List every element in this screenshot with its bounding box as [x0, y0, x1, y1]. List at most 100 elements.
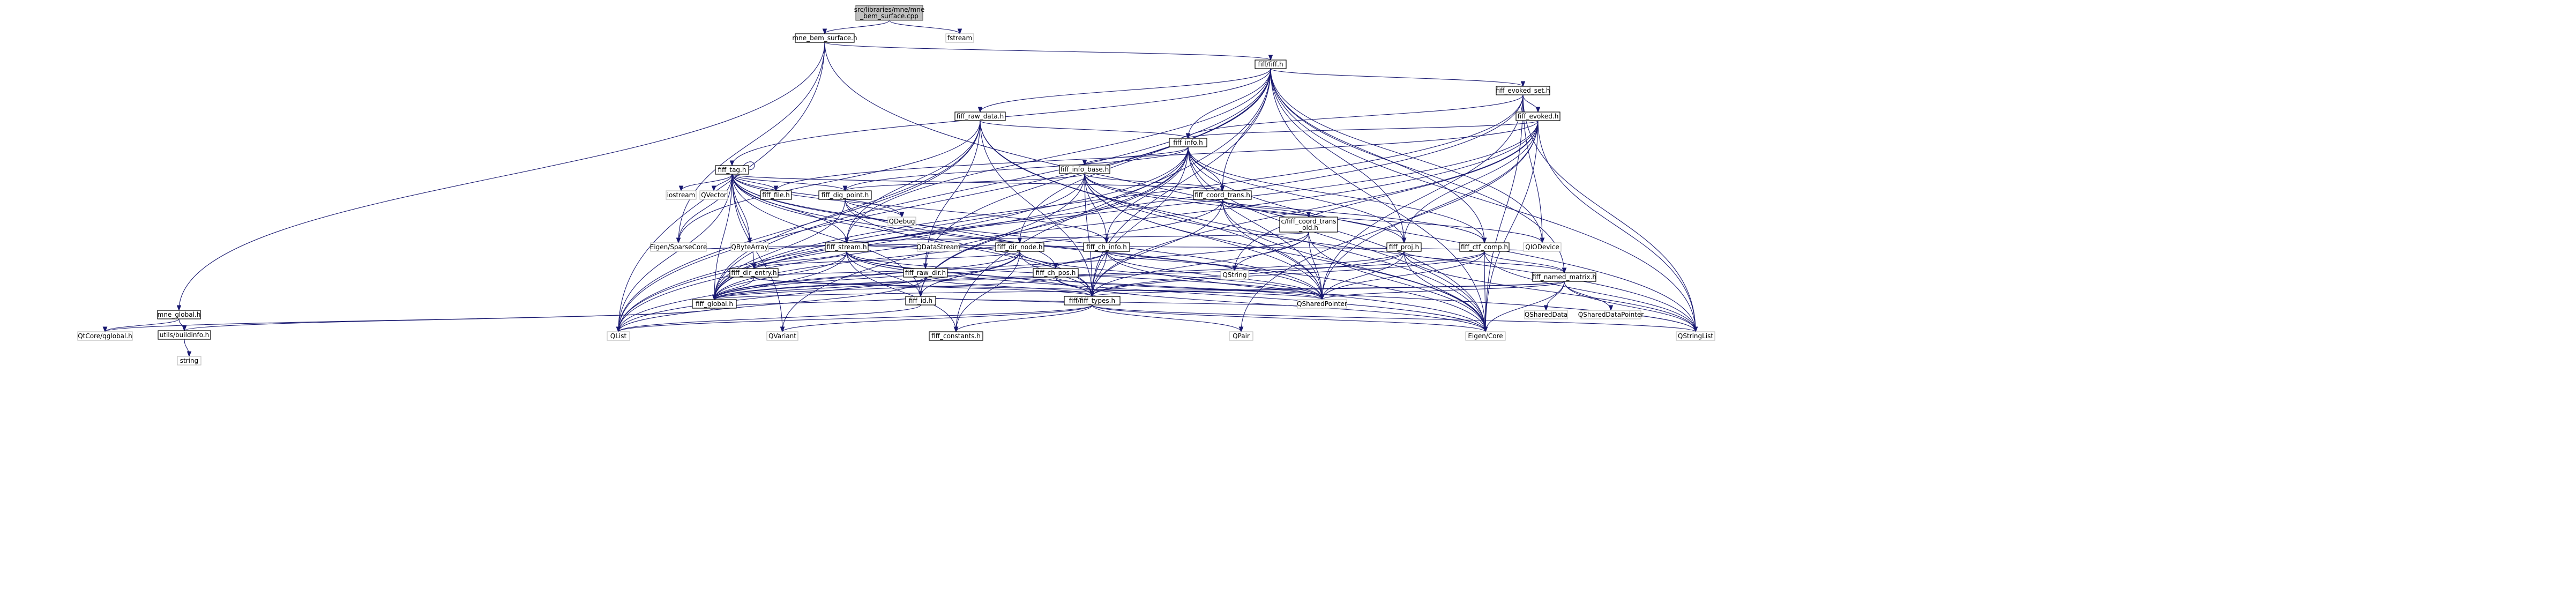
edge-fiff_dig_point_h-to-QDebug	[845, 199, 905, 218]
node-fiff-raw-data-h[interactable]: fiff_raw_data.h	[954, 111, 1006, 121]
node-fiff-types-h[interactable]: fiff/fiff_types.h	[1064, 296, 1121, 306]
edge-fiff_ch_pos_h-to-fiff_global_h	[712, 277, 1056, 301]
node-box	[825, 242, 869, 252]
node-label: QtCore/qglobal.h	[78, 332, 132, 340]
node-box	[1193, 190, 1252, 200]
node-fiff-raw-dir-h[interactable]: fiff_raw_dir.h	[903, 268, 948, 278]
node-fiff-h[interactable]: fiff/fiff.h	[1255, 59, 1287, 69]
edge-fiff_coord_trans_h-to-QIODevice	[1222, 199, 1545, 244]
node-label: fiff_stream.h	[826, 243, 867, 251]
node-label: src/libraries/mne/mne	[854, 6, 924, 13]
node-label: fiff_file.h	[762, 191, 790, 199]
node-box	[1524, 310, 1568, 319]
edge-fiff_ch_info_h-to-fiff_ch_pos_h	[1053, 251, 1107, 270]
node-box	[1676, 331, 1715, 341]
node-label: QSharedData	[1525, 311, 1567, 318]
node-box	[766, 331, 798, 341]
edge-fiff_ctf_comp_h-to-fiff_named_matrix_h	[1484, 251, 1567, 274]
node-box	[905, 296, 936, 306]
node-label: fiff_ch_pos.h	[1036, 269, 1076, 277]
edge-fiff_ch_pos_h-to-QSharedPointer	[1055, 277, 1325, 301]
edge-fiff_info_h-to-fiff_info_base_h	[1082, 146, 1189, 166]
node-box	[1169, 138, 1207, 147]
edge-fiff_tag_h-to-fiff_file_h	[731, 174, 779, 192]
node-QList: QList	[607, 331, 630, 341]
node-box	[1532, 272, 1596, 282]
node-box	[692, 299, 737, 309]
node-label: fiff_id.h	[909, 297, 932, 304]
node-label: fiff_dir_entry.h	[731, 269, 776, 277]
node-fiff-coord-trans-h[interactable]: fiff_coord_trans.h	[1193, 190, 1252, 200]
edge-mne_global_h-to-QtCore_qglobal_h	[102, 318, 180, 333]
node-Eigen-Core: Eigen/Core	[1465, 331, 1506, 341]
node-fiff-info-h[interactable]: fiff_info.h	[1169, 138, 1207, 147]
edges-layer	[102, 20, 1698, 357]
node-fiff-info-base-h[interactable]: fiff_info_base.h	[1059, 165, 1110, 174]
edge-fiff_global_h-to-QtCore_qglobal_h	[102, 308, 715, 333]
node-Eigen-SparseCore: Eigen/SparseCore	[650, 242, 707, 252]
edge-fiff_evoked_h-to-fiff_info_h	[1185, 120, 1539, 139]
node-fiff-ctf-comp-h[interactable]: fiff_ctf_comp.h	[1459, 242, 1510, 252]
node-QtCore-qglobal-h: QtCore/qglobal.h	[77, 331, 133, 341]
node-mne-global-h[interactable]: mne_global.h	[157, 310, 201, 319]
node-box	[903, 268, 948, 278]
edge-fiff_info_base_h-to-fiff_ctf_comp_h	[1084, 173, 1487, 244]
node-utils-buildinfo-h[interactable]: utils/buildinfo.h	[158, 330, 211, 340]
node-label: fiff_info_base.h	[1061, 166, 1109, 173]
node-fiff-evoked-set-h[interactable]: fiff_evoked_set.h	[1496, 86, 1550, 95]
node-box	[1459, 242, 1510, 252]
node-fiff-file-h[interactable]: fiff_file.h	[760, 190, 792, 200]
node-fiff-constants-h[interactable]: fiff_constants.h	[929, 331, 983, 341]
node-QByteArray: QByteArray	[730, 242, 769, 252]
node-label: fiff_ctf_comp.h	[1461, 243, 1508, 251]
edge-fiff_info_h-to-fiff_dig_point_h	[842, 146, 1189, 192]
edge-fiff_types_h-to-QList	[616, 304, 1093, 333]
node-fiff-named-matrix-h[interactable]: fiff_named_matrix.h	[1532, 272, 1596, 282]
node-label: QIODevice	[1525, 243, 1559, 251]
edge-fiff_h-to-fiff_coord_trans_h	[1220, 68, 1271, 192]
node-box	[945, 33, 974, 43]
node-box	[760, 190, 792, 200]
edge-mne_bem_surface_h-to-mne_global_h	[176, 42, 825, 311]
node-label: c/fiff_coord_trans	[1281, 218, 1336, 225]
node-fiff-tag-h[interactable]: fiff_tag.h	[715, 165, 749, 175]
node-QDebug: QDebug	[887, 217, 916, 226]
node-box	[995, 242, 1044, 252]
edge-fiff_types_h-to-QVariant	[780, 304, 1093, 333]
node-label: QSharedDataPointer	[1578, 311, 1644, 318]
node-label: fiff_dir_node.h	[997, 243, 1042, 251]
node-fiff-dir-entry-h[interactable]: fiff_dir_entry.h	[729, 268, 779, 278]
node-fiff-dig-point-h[interactable]: fiff_dig_point.h	[818, 190, 872, 200]
node-box	[917, 242, 960, 252]
node-mne-bem-surface-h[interactable]: mne_bem_surface.h	[792, 33, 857, 43]
node-box	[954, 111, 1006, 121]
node-fiff-id-h[interactable]: fiff_id.h	[905, 296, 936, 306]
node-c-fiff-coord-trans-old-h[interactable]: c/fiff_coord_trans_old.h	[1279, 217, 1338, 233]
node-box	[157, 310, 201, 319]
node-label: fiff_proj.h	[1389, 243, 1419, 251]
node-label: QPair	[1233, 332, 1250, 340]
edge-fiff_info_base_h-to-fiff_coord_trans_h	[1084, 173, 1225, 192]
node-fiff-ch-pos-h[interactable]: fiff_ch_pos.h	[1033, 268, 1079, 278]
node-box	[1255, 59, 1287, 69]
edge-fiff_evoked_h-to-fiff_file_h	[773, 120, 1539, 192]
node-fiff-ch-info-h[interactable]: fiff_ch_info.h	[1083, 242, 1130, 252]
edge-fiff_stream_h-to-Eigen_Core	[846, 251, 1488, 333]
node-fiff-dir-node-h[interactable]: fiff_dir_node.h	[995, 242, 1044, 252]
node-fiff-stream-h[interactable]: fiff_stream.h	[825, 242, 869, 252]
node-box	[1059, 165, 1110, 174]
node-iostream: iostream	[666, 190, 697, 200]
node-box	[1496, 86, 1550, 95]
node-box	[887, 217, 916, 226]
node-fiff-global-h[interactable]: fiff_global.h	[692, 299, 737, 309]
node-label: fiff_global.h	[696, 300, 733, 308]
node-box	[729, 268, 779, 278]
node-box	[1220, 270, 1249, 280]
edge-c_fiff_coord_trans_old_h-to-fiff_stream_h	[844, 232, 1309, 244]
node-box	[666, 190, 697, 200]
node-fiff-evoked-h[interactable]: fiff_evoked.h	[1515, 111, 1560, 121]
node-box	[855, 5, 923, 21]
node-box	[699, 190, 728, 200]
edge-fiff_dir_node_h-to-fiff_dir_entry_h	[751, 251, 1020, 270]
node-fiff-proj-h[interactable]: fiff_proj.h	[1386, 242, 1422, 252]
